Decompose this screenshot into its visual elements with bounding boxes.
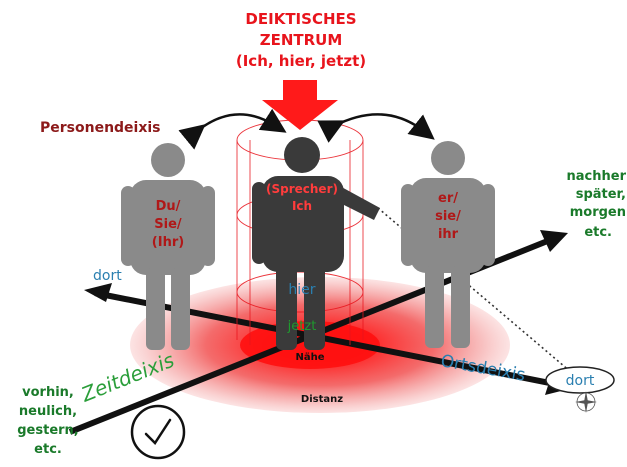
person-right-line1: er/ [438, 191, 458, 206]
time-past-line4: etc. [34, 442, 62, 457]
dort-right-label: dort [566, 373, 595, 389]
arrow-speaker-to-right [317, 113, 435, 143]
person-left-line3: (Ihr) [152, 235, 184, 250]
person-left-line2: Sie/ [154, 217, 182, 232]
arrow-left-to-speaker [178, 108, 287, 150]
pointing-line [377, 207, 579, 379]
time-future-line2: später, [576, 187, 626, 202]
speaker-line1: (Sprecher) [266, 182, 338, 196]
clock-icon [130, 404, 186, 460]
personendeixis-label: Personendeixis [40, 120, 161, 136]
title-line1: DEIKTISCHES [245, 10, 356, 28]
title-line3: (Ich, hier, jetzt) [236, 52, 366, 70]
person-right-line2: sie/ [435, 209, 461, 224]
place-axis-arrowhead-left [84, 283, 112, 302]
time-past-line2: neulich, [19, 404, 77, 419]
speaker-figure [252, 137, 380, 350]
time-future-line4: etc. [584, 225, 612, 240]
distanz-label: Distanz [301, 394, 343, 405]
naehe-label: Nähe [295, 352, 324, 363]
dort-target-ellipse [545, 366, 615, 394]
time-past-line3: gestern, [17, 423, 79, 438]
person-right-line3: ihr [438, 227, 459, 242]
time-future-line3: morgen [570, 205, 626, 220]
person-right-figure [401, 141, 495, 348]
center-down-arrow [262, 80, 338, 130]
person-left-figure [121, 143, 215, 350]
compass-icon [575, 391, 597, 413]
time-future-line1: nachher [567, 169, 627, 184]
time-past-line1: vorhin, [22, 385, 74, 400]
dort-left-label: dort [93, 268, 122, 284]
jetzt-label: jetzt [287, 319, 317, 334]
title-line2: ZENTRUM [260, 31, 343, 49]
person-left-line1: Du/ [156, 199, 181, 214]
time-axis-arrowhead [540, 230, 568, 252]
hier-label: hier [288, 282, 315, 298]
speaker-line2: Ich [292, 199, 312, 213]
